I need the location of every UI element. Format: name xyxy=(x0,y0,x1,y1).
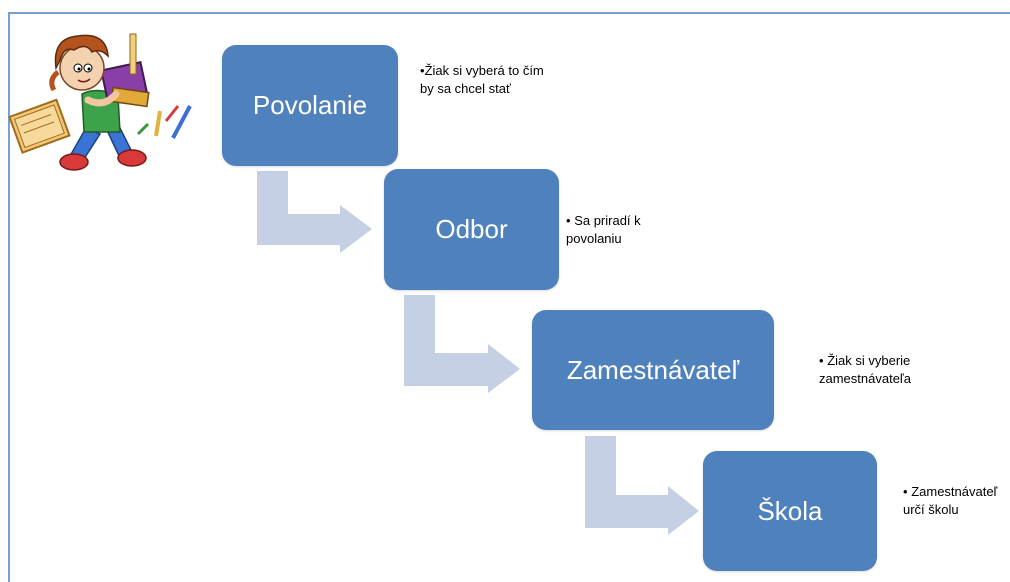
step-label: Škola xyxy=(757,495,823,526)
step-note-skola: • Zamestnávateľ určí školu xyxy=(903,483,1010,519)
step-box-povolanie: Povolanie xyxy=(222,45,398,166)
note-text: Žiak si vyberá to čím by sa chcel stať xyxy=(420,63,544,96)
flow-arrow xyxy=(257,171,372,253)
flow-arrow xyxy=(585,436,699,535)
step-note-odbor: • Sa priradí k povolaniu xyxy=(566,212,686,248)
step-box-skola: Škola xyxy=(703,451,877,571)
flow-arrow xyxy=(404,295,520,393)
step-box-odbor: Odbor xyxy=(384,169,559,290)
step-label: Odbor xyxy=(435,214,508,244)
note-text: Žiak si vyberie zamestnávateľa xyxy=(819,353,911,386)
step-label: Zamestnávateľ xyxy=(566,354,740,385)
bullet-icon: • xyxy=(903,484,908,499)
slide-frame xyxy=(8,12,1010,582)
step-note-zamestnavatel: • Žiak si vyberie zamestnávateľa xyxy=(819,352,969,388)
bullet-icon: • xyxy=(566,213,571,228)
student-carrying-books-icon xyxy=(8,33,192,171)
bullet-icon: • xyxy=(420,63,425,78)
note-text: Sa priradí k povolaniu xyxy=(566,213,641,246)
step-note-povolanie: •Žiak si vyberá to čím by sa chcel stať xyxy=(420,62,548,98)
step-box-zamestnavatel: Zamestnávateľ xyxy=(532,310,774,430)
step-label: Povolanie xyxy=(252,90,368,120)
note-text: Zamestnávateľ určí školu xyxy=(903,484,998,517)
bullet-icon: • xyxy=(819,353,824,368)
